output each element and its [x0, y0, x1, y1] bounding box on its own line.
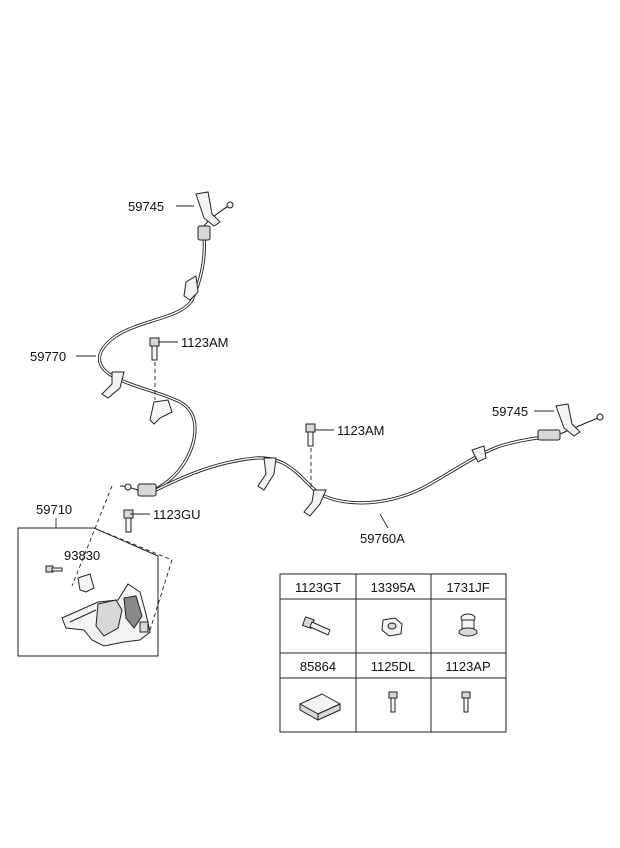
pad-icon [298, 693, 342, 721]
left-cable-59770 [97, 201, 234, 496]
table-cell-code: 1125DL [371, 659, 416, 674]
bolt-middle-1123AM [305, 423, 316, 490]
label-cable-left: 59770 [30, 349, 66, 364]
bolt-long-icon [301, 616, 331, 636]
label-lever-bolt: 93830 [64, 548, 100, 563]
screw-icon [388, 691, 398, 713]
table-cell-code: 1731JF [446, 580, 489, 595]
label-clip-upper: 59745 [128, 199, 164, 214]
leader-lines [55, 205, 554, 529]
screw-small-icon [461, 691, 471, 713]
bolt-lever-1123GU [123, 509, 134, 533]
label-bolt-middle: 1123AM [337, 423, 384, 438]
table-cell-code: 85864 [300, 659, 336, 674]
label-bolt-upper: 1123AM [181, 335, 228, 350]
label-clip-right: 59745 [492, 404, 528, 419]
table-cell-code: 1123AP [445, 659, 490, 674]
right-cable-59760A [137, 413, 604, 517]
clip-right [555, 403, 581, 437]
clip-upper [195, 191, 221, 227]
lever-assembly-59710 [17, 485, 173, 657]
label-bolt-lever: 1123GU [153, 507, 200, 522]
flange-plug-icon [458, 613, 478, 637]
label-lever-assy: 59710 [36, 502, 72, 517]
table-cell-code: 13395A [371, 580, 416, 595]
nut-icon [381, 617, 403, 637]
label-cable-right: 59760A [360, 531, 405, 546]
table-cell-code: 1123GT [295, 580, 341, 595]
parts-table: 1123GT 13395A 1731JF 85864 1125DL 1123AP [279, 573, 507, 733]
